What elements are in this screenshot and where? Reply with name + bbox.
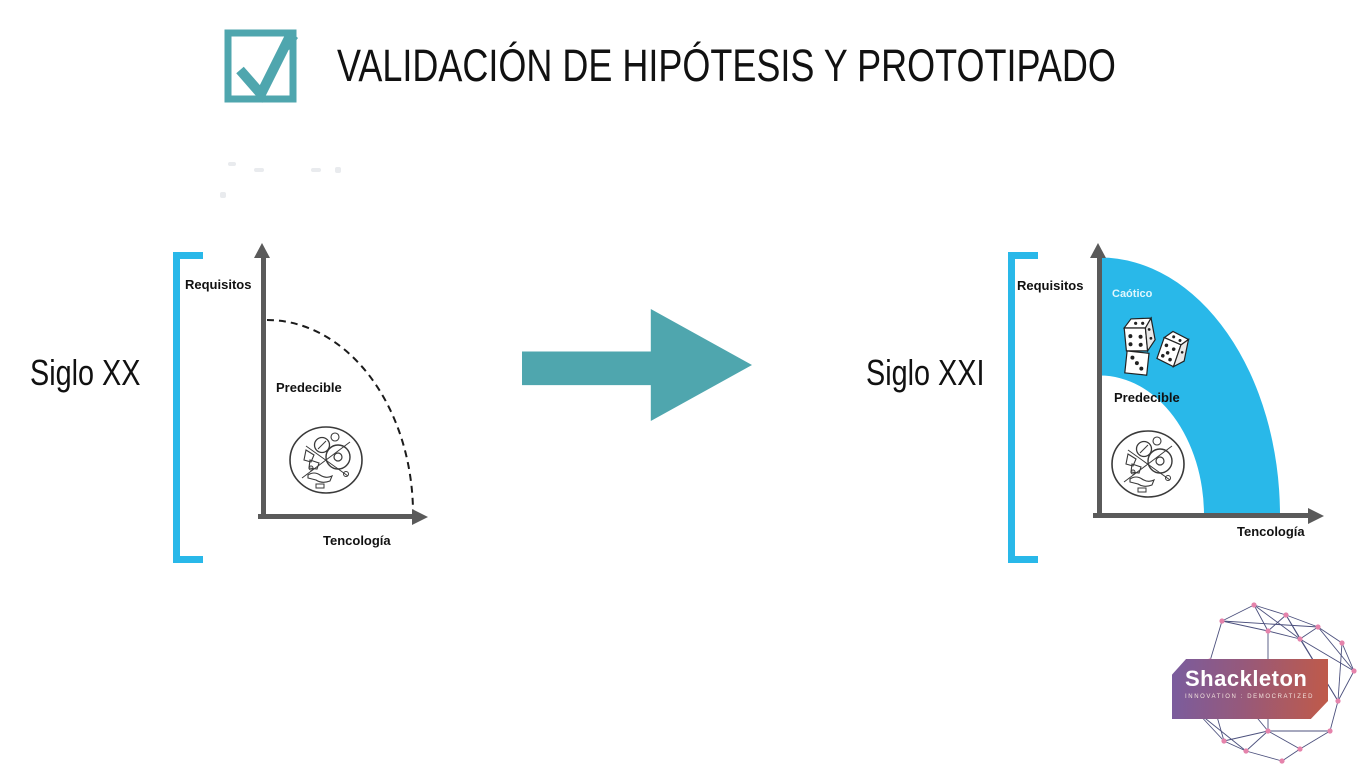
y-axis-arrowhead-left [254, 243, 270, 258]
x-axis-line-left [258, 514, 415, 519]
zone-label-predictable-right: Predecible [1114, 390, 1180, 405]
arrow-right-icon [522, 309, 752, 421]
x-axis-line-right [1093, 513, 1310, 518]
page-title-text: VALIDACIÓN DE HIPÓTESIS Y PROTOTIPADO [337, 40, 1116, 91]
x-axis-label-left: Tencología [323, 533, 391, 548]
y-axis-label-right: Requisitos [1017, 278, 1084, 293]
faint-artifact [228, 162, 236, 166]
y-axis-label-left: Requisitos [185, 277, 252, 292]
zone-label-predictable-left: Predecible [276, 380, 342, 395]
dice-illustration [1114, 310, 1194, 388]
x-axis-label-right: Tencología [1237, 524, 1305, 539]
y-axis-line-left [261, 256, 266, 518]
y-axis-arrowhead-right [1090, 243, 1106, 258]
checkbox-checked-icon [224, 29, 298, 103]
brand-name: Shackleton [1185, 666, 1308, 691]
zone-label-chaotic: Caótico [1112, 288, 1153, 300]
faint-artifact [254, 168, 264, 172]
faint-artifact [335, 167, 341, 173]
x-axis-arrowhead-right [1308, 508, 1324, 524]
y-axis-line-right [1097, 256, 1102, 518]
faint-artifact [311, 168, 321, 172]
clockwork-gears-illustration [1108, 424, 1188, 504]
bracket-shape-left [173, 252, 203, 563]
brand-tagline: INNOVATION : DEMOCRATIZED [1185, 694, 1315, 701]
era-label-right: Siglo XXI [866, 352, 985, 393]
era-label-left: Siglo XX [30, 352, 141, 393]
page-title: VALIDACIÓN DE HIPÓTESIS Y PROTOTIPADO [337, 40, 1311, 92]
clockwork-gears-illustration [286, 420, 366, 500]
logo-banner: Shackleton INNOVATION : DEMOCRATIZED [1172, 659, 1328, 719]
bracket-shape-right [1008, 252, 1038, 563]
x-axis-arrowhead-left [412, 509, 428, 525]
boundary-curve-dashed [266, 319, 414, 511]
faint-artifact [220, 192, 226, 198]
